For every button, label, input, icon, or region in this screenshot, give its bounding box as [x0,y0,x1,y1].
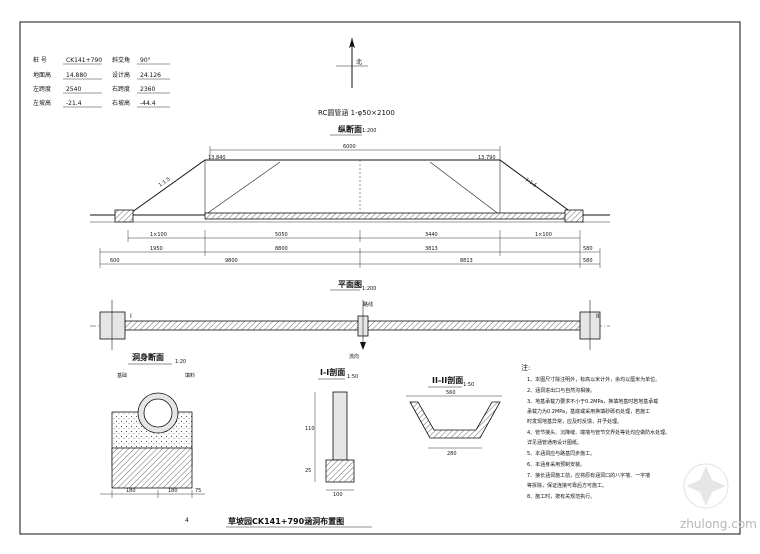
section-2-title: II-II剖面 [432,375,463,385]
note-10: 7、接长涵洞施工前，应将原有涵洞口的八字墙、一字墙 [527,472,650,479]
info-r3-label2: 右跨度 [112,85,130,93]
dim-r3-1: 9800 [225,258,238,264]
info-r2-value: 14.880 [66,72,87,79]
plan-view: 平面图 1:200 路线 流向 I II [90,280,610,360]
note-4: 承载力为0.2MPa，基底或采用换填砂砾石处理，若施工 [527,408,650,415]
section-1-title: I-I剖面 [320,367,345,377]
page-marker: 4 [185,517,189,524]
note-11: 等拆除，保证连接可靠后方可施工。 [527,482,607,489]
longitudinal-title: 纵断面 [338,124,362,134]
info-r3-value2: 2360 [140,86,155,93]
dim-r2-3: 580 [583,246,593,252]
section-1-scale: 1:50 [347,374,358,380]
culvert-label-right: 填料 [185,372,195,379]
elev-left: 13.840 [208,155,226,161]
note-3: 3、地基承载力要求不小于0.2MPa，换填地基时若地基承载 [527,398,658,405]
plan-title: 平面图 [338,280,362,289]
dim-r2-0: 1950 [150,246,163,252]
section-2-dim-top: 560 [446,390,456,396]
note-8: 5、本涵洞应与路基同步施工。 [527,450,595,457]
inlet-headwall [114,209,134,223]
dim-r1-1: 5050 [275,232,288,238]
culvert-dim-1: 180 [126,488,136,494]
note-7: 详见涵管通用设计图纸。 [527,439,582,446]
section-1-dim-bottom: 100 [333,492,343,498]
section-2: II-II剖面 1:50 560 280 [406,375,502,457]
note-2: 2、涵洞进出口与自然沟相接。 [527,387,595,394]
dim-r2-1: 8800 [275,246,288,252]
note-5: 时发现地基异常，应及时反馈，并予处理。 [527,418,622,425]
section-1-footing [325,459,355,483]
notes-heading: 注: [521,363,530,372]
dim-r3-3: 580 [583,258,593,264]
slope-right: 1:1.5 [524,177,538,189]
culvert-section-title: 洞身断面 [132,352,164,362]
culvert-section-scale: 1:20 [175,359,186,365]
info-r1-value2: 90° [140,57,151,64]
notes-block: 注: 1、本图尺寸除注明外，标高以米计外，余均以厘米为单位。 2、涵洞进出口与自… [521,363,670,500]
outlet-headwall [564,209,584,223]
section-2-dim-bottom: 280 [447,451,457,457]
watermark-text: zhulong.com [680,517,757,531]
flow-arrow-icon [360,342,366,350]
section-2-channel [409,401,501,439]
dim-r3-2: 8813 [460,258,473,264]
dim-r1-3: 1×100 [535,232,552,238]
section-1-wall [332,391,348,461]
note-1: 1、本图尺寸除注明外，标高以米计外，余均以厘米为单位。 [527,376,660,383]
plan-center-label: 路线 [363,301,373,308]
culvert-section: 洞身断面 1:20 基础 填料 180 180 75 [100,352,205,498]
info-r2-label2: 设计高 [112,71,130,79]
culvert-label-left: 基础 [117,372,127,379]
info-r4-value2: -44.4 [140,100,156,107]
slope-left: 1:1.5 [158,176,172,188]
note-12: 8、施工时，按有关规范执行。 [527,493,595,500]
plan-scale: 1:200 [362,286,376,292]
note-6: 4、管节接头、沉降缝、端墙与管节交界处等处均应做防水处理。 [527,429,670,436]
culvert-foundation [111,447,193,489]
plan-section-right: II [596,313,600,320]
section-1-dim-a: 110 [305,426,315,432]
top-width-dim: 6000 [343,144,356,150]
dim-r3-0: 600 [110,258,120,264]
info-r3-value: 2540 [66,86,81,93]
info-r3-label: 左跨度 [33,85,51,93]
info-r1-label: 桩 号 [33,56,47,64]
north-arrow-icon: 北 [336,38,368,88]
dim-r1-2: 3440 [425,232,438,238]
note-9: 6、本涵身采用预制安装。 [527,461,585,468]
info-r4-label: 左坡高 [33,99,51,107]
elev-right: 13.790 [478,155,496,161]
info-r4-label2: 右坡高 [112,99,130,107]
section-1-dim-b: 25 [305,468,311,474]
longitudinal-scale: 1:200 [362,128,376,134]
sheet-border [19,21,741,535]
info-r1-label2: 斜交角 [112,56,130,64]
pipe-body-plan [124,320,581,331]
info-r4-value: -21.4 [66,100,82,107]
plan-flow-label: 流向 [349,353,359,360]
dim-r1-0: 1×100 [150,232,167,238]
pipe-body-longitudinal [204,212,576,220]
culvert-dim-2: 180 [168,488,178,494]
info-r2-label: 地面高 [33,71,51,79]
info-r1-value: CK141+790 [66,57,102,64]
watermark-logo-icon [683,463,729,509]
dim-r2-2: 3813 [425,246,438,252]
north-label: 北 [356,58,362,66]
drawing-title: 草坡园CK141+790涵洞布置图 [228,516,344,526]
pipe-title: RC圆管涵 1-φ50×2100 [318,108,395,117]
plan-inlet-wall [99,311,126,340]
info-r2-value2: 24.126 [140,72,161,79]
info-block: 桩 号 CK141+790 斜交角 90° 地面高 14.880 设计高 24.… [33,56,170,108]
section-2-scale: 1:50 [463,382,474,388]
culvert-dim-3: 75 [195,488,201,494]
section-1: I-I剖面 1:50 110 25 100 [305,367,358,498]
plan-section-left: I [130,313,132,320]
longitudinal-section: 纵断面 1:200 6000 13.840 13.790 1:1.5 1:1.5 [90,124,610,268]
